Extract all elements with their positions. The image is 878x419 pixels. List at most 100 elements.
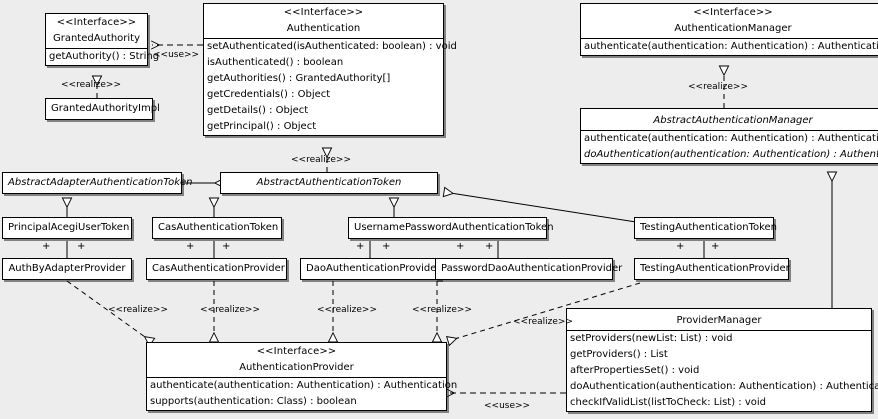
- assoc-plus-marker: +: [382, 241, 391, 252]
- class-header: PasswordDaoAuthenticationProvider: [436, 259, 623, 279]
- compartment-divider: [581, 38, 878, 39]
- class-header: PrincipalAcegiUserToken: [3, 218, 131, 238]
- class-name-label: AuthenticationProvider: [239, 362, 354, 373]
- class-header: AbstractAuthenticationManager: [581, 109, 878, 130]
- class-name-label: TestingAuthenticationToken: [640, 222, 778, 233]
- class-name-label: DaoAuthenticationProvider: [306, 263, 441, 274]
- class-name-label: AuthenticationManager: [674, 23, 792, 34]
- class-name-label: AuthByAdapterProvider: [8, 263, 126, 274]
- class-name-label: GrantedAuthorityImpl: [51, 103, 160, 114]
- operation-row: authenticate(authentication: Authenticat…: [150, 380, 458, 391]
- operation-row: authenticate(authentication: Authenticat…: [584, 41, 878, 52]
- compartment-divider: [46, 48, 147, 49]
- stereotype-label: <<Interface>>: [283, 7, 364, 18]
- class-header: CasAuthenticationProvider: [147, 259, 286, 279]
- operation-row: setAuthenticated(isAuthenticated: boolea…: [207, 41, 457, 52]
- class-header: TestingAuthenticationToken: [635, 218, 778, 238]
- class-authentication-provider[interactable]: <<Interface>> AuthenticationProvider aut…: [146, 342, 458, 411]
- edge-label-realize-passworddao: <<realize>>: [412, 305, 472, 315]
- operation-row: getCredentials() : Object: [207, 89, 331, 100]
- operation-row: supports(authentication: Class) : boolea…: [150, 396, 357, 407]
- class-header: TestingAuthenticationProvider: [635, 259, 790, 279]
- operations-compartment: setAuthenticated(isAuthenticated: boolea…: [204, 39, 457, 135]
- compartment-divider: [581, 130, 878, 131]
- class-header: <<Interface>> Authentication: [204, 4, 443, 38]
- edge-label-use-providermanager: <<use>>: [484, 401, 531, 411]
- class-principal-acegi-user-token[interactable]: PrincipalAcegiUserToken: [2, 217, 132, 239]
- class-authentication[interactable]: <<Interface>> Authentication setAuthenti…: [203, 3, 457, 136]
- operations-compartment: authenticate(authentication: Authenticat…: [147, 378, 458, 410]
- assoc-plus-marker: +: [711, 241, 720, 252]
- class-auth-by-adapter-provider[interactable]: AuthByAdapterProvider: [2, 258, 132, 280]
- class-username-password-authentication-token[interactable]: UsernamePasswordAuthenticationToken: [348, 217, 554, 239]
- operation-row: getAuthorities() : GrantedAuthority[]: [207, 73, 391, 84]
- class-cas-authentication-token[interactable]: CasAuthenticationToken: [152, 217, 282, 239]
- class-testing-authentication-token[interactable]: TestingAuthenticationToken: [634, 217, 778, 239]
- class-header: ProviderManager: [567, 309, 871, 330]
- operations-compartment: authenticate(authentication: Authenticat…: [581, 131, 878, 163]
- class-name-label: TestingAuthenticationProvider: [640, 263, 790, 274]
- stereotype-label: <<Interface>>: [56, 17, 137, 28]
- class-granted-authority-impl[interactable]: GrantedAuthorityImpl: [45, 98, 160, 120]
- operations-compartment: authenticate(authentication: Authenticat…: [581, 39, 878, 55]
- class-name-label: ProviderManager: [676, 315, 762, 326]
- assoc-plus-marker: +: [222, 241, 231, 252]
- class-password-dao-authentication-provider[interactable]: PasswordDaoAuthenticationProvider: [435, 258, 623, 280]
- class-header: AbstractAuthenticationToken: [221, 173, 437, 193]
- operation-row: doAuthentication(authentication: Authent…: [584, 149, 878, 160]
- operation-row: setProviders(newList: List) : void: [570, 333, 733, 344]
- assoc-plus-marker: +: [676, 241, 685, 252]
- edge-label-realize-dao: <<realize>>: [317, 305, 377, 315]
- edge-label-realize-grantedauthorityimpl: <<realize>>: [61, 80, 121, 90]
- edge-label-realize-testing: <<realize>>: [513, 317, 573, 327]
- assoc-plus-marker: +: [485, 241, 494, 252]
- assoc-plus-marker: +: [356, 241, 365, 252]
- class-granted-authority[interactable]: <<Interface>> GrantedAuthority getAuthor…: [45, 13, 160, 66]
- class-testing-authentication-provider[interactable]: TestingAuthenticationProvider: [634, 258, 790, 280]
- edge-label-realize-abstractauthenticationtoken: <<realize>>: [291, 155, 351, 165]
- class-name-label: PrincipalAcegiUserToken: [8, 222, 130, 233]
- class-name-label: CasAuthenticationProvider: [152, 263, 285, 274]
- class-header: <<Interface>> AuthenticationManager: [581, 4, 878, 38]
- class-name-label: UsernamePasswordAuthenticationToken: [354, 222, 554, 233]
- class-header: DaoAuthenticationProvider: [301, 259, 441, 279]
- class-cas-authentication-provider[interactable]: CasAuthenticationProvider: [146, 258, 287, 280]
- class-header: UsernamePasswordAuthenticationToken: [349, 218, 554, 238]
- class-name-label: Authentication: [286, 23, 361, 34]
- operation-row: doAuthentication(authentication: Authent…: [570, 381, 878, 392]
- edge-label-realize-authbyadapter: <<realize>>: [108, 305, 168, 315]
- operation-row: checkIfValidList(listToCheck: List) : vo…: [570, 397, 767, 408]
- assoc-plus-marker: +: [42, 241, 51, 252]
- compartment-divider: [147, 377, 446, 378]
- operation-row: authenticate(authentication: Authenticat…: [584, 133, 878, 144]
- operation-row: afterPropertiesSet() : void: [570, 365, 700, 376]
- operation-row: getProviders() : List: [570, 349, 668, 360]
- class-dao-authentication-provider[interactable]: DaoAuthenticationProvider: [300, 258, 441, 280]
- class-provider-manager[interactable]: ProviderManager setProviders(newList: Li…: [566, 308, 878, 412]
- operation-row: getPrincipal() : Object: [207, 121, 317, 132]
- class-abstract-adapter-authentication-token[interactable]: AbstractAdapterAuthenticationToken: [2, 172, 193, 194]
- operation-row: isAuthenticated() : boolean: [207, 57, 344, 68]
- operation-row: getDetails() : Object: [207, 105, 309, 116]
- class-abstract-authentication-manager[interactable]: AbstractAuthenticationManager authentica…: [580, 108, 878, 164]
- class-header: <<Interface>> AuthenticationProvider: [147, 343, 446, 377]
- class-name-label: AbstractAdapterAuthenticationToken: [8, 177, 193, 188]
- compartment-divider: [204, 38, 443, 39]
- class-header: AbstractAdapterAuthenticationToken: [3, 173, 193, 193]
- edge-label-realize-abstractauthenticationmanager: <<realize>>: [688, 82, 748, 92]
- class-authentication-manager[interactable]: <<Interface>> AuthenticationManager auth…: [580, 3, 878, 56]
- compartment-divider: [567, 330, 871, 331]
- class-name-label: AbstractAuthenticationToken: [256, 177, 402, 188]
- edge-label-realize-cas: <<realize>>: [200, 305, 260, 315]
- class-abstract-authentication-token[interactable]: AbstractAuthenticationToken: [220, 172, 438, 194]
- class-header: <<Interface>> GrantedAuthority: [46, 14, 147, 48]
- class-header: CasAuthenticationToken: [153, 218, 281, 238]
- assoc-plus-marker: +: [186, 241, 195, 252]
- stereotype-label: <<Interface>>: [256, 346, 337, 357]
- operation-row: getAuthority() : String: [49, 51, 160, 62]
- operations-compartment: getAuthority() : String: [46, 49, 160, 65]
- class-header: AuthByAdapterProvider: [3, 259, 131, 279]
- class-name-label: PasswordDaoAuthenticationProvider: [441, 263, 623, 274]
- class-name-label: GrantedAuthority: [52, 33, 141, 44]
